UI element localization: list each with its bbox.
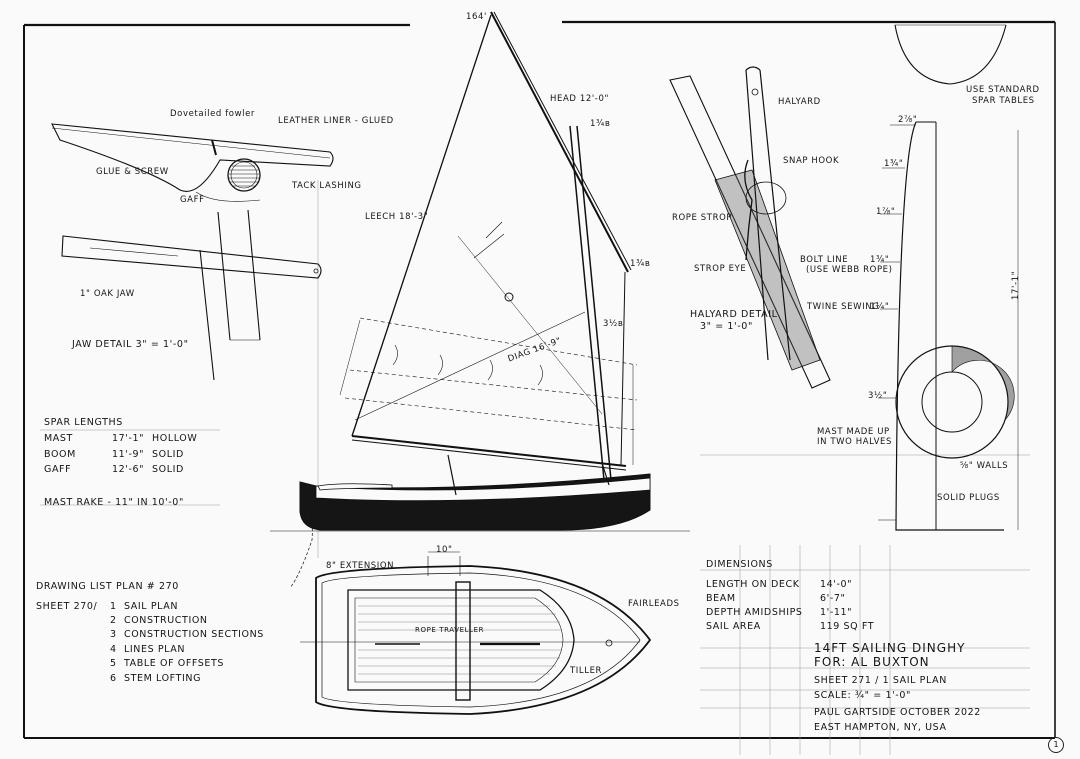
mast-dim-3: 1⅞" xyxy=(876,207,896,217)
glue-screw-label: GLUE & SCREW xyxy=(96,167,169,177)
mast-dim-6: 3½" xyxy=(868,391,888,401)
mast-section xyxy=(878,24,1019,531)
jaw-detail-title: JAW DETAIL 3" = 1'-0" xyxy=(72,339,189,350)
drawing-list-item: SAIL PLAN xyxy=(124,601,179,612)
title-line-2: FOR: AL BUXTON xyxy=(814,655,930,669)
spar-length: 11'-9" xyxy=(112,449,145,460)
drawing-list-title: DRAWING LIST PLAN # 270 xyxy=(36,581,179,592)
spar-length: 17'-1" xyxy=(112,433,145,444)
mast-dim-1: 2⅞" xyxy=(898,115,918,125)
dimension-value: 1'-11" xyxy=(820,607,853,618)
dimension-label: SAIL AREA xyxy=(706,621,761,632)
dimension-label: DEPTH AMIDSHIPS xyxy=(706,607,803,618)
halyard-label: HALYARD xyxy=(778,97,821,107)
drawing-list-number: 4 xyxy=(110,644,117,655)
sheet-number: 1 xyxy=(1048,737,1064,753)
twine-sewing-label: TWINE SEWING xyxy=(807,302,880,312)
title-line-4: SCALE: ¾" = 1'-0" xyxy=(814,690,911,701)
spar-type: SOLID xyxy=(152,449,184,460)
head-label: HEAD 12'-0" xyxy=(550,94,609,104)
tack-lashing-label: TACK LASHING xyxy=(292,181,362,191)
mast-dim-4: 1¾" xyxy=(870,255,890,265)
rope-traveller-label: ROPE TRAVELLER xyxy=(415,626,485,634)
title-line-5: PAUL GARTSIDE OCTOBER 2022 xyxy=(814,707,981,718)
spar-tables-label: SPAR TABLES xyxy=(972,96,1035,106)
mast-made-up-label: MAST MADE UP xyxy=(817,427,890,437)
tiller-label: TILLER xyxy=(570,666,603,676)
construction-lines xyxy=(40,180,1030,755)
header-mark: 164' xyxy=(466,12,487,22)
spar-type: SOLID xyxy=(152,464,184,475)
title-line-1: 14FT SAILING DINGHY xyxy=(814,641,966,655)
mast-dim-5: 1¼" xyxy=(870,302,890,312)
dim-30-label: 3½в xyxy=(603,319,624,329)
dovetail-fowler-label: Dovetailed fowler xyxy=(170,109,256,119)
bolt-line-label: BOLT LINE xyxy=(800,255,849,265)
gaff-label: GAFF xyxy=(180,195,205,205)
rope-strop-label: ROPE STROP xyxy=(672,213,733,223)
drawing-list-number: 2 xyxy=(110,615,117,626)
solid-plugs-label: SOLID PLUGS xyxy=(937,493,1000,503)
walls-label: ⅝" WALLS xyxy=(960,461,1009,471)
drawing-list-sheet-prefix: SHEET 270/ xyxy=(36,601,98,612)
strop-eye-label: STROP EYE xyxy=(694,264,747,274)
dimension-value: 6'-7" xyxy=(820,593,846,604)
dimension-label: BEAM xyxy=(706,593,736,604)
oak-jaw-label: 1" OAK JAW xyxy=(80,289,135,299)
spar-length: 12'-6" xyxy=(112,464,145,475)
title-line-3: SHEET 271 / 1 SAIL PLAN xyxy=(814,675,947,686)
drawing-list-item: LINES PLAN xyxy=(124,644,186,655)
mast-length-label: 17'-1" xyxy=(1011,270,1021,300)
halyard-detail-title: HALYARD DETAIL xyxy=(690,309,778,320)
dimension-label: LENGTH ON DECK xyxy=(706,579,800,590)
mast-rake-note: MAST RAKE - 11" IN 10'-0" xyxy=(44,497,184,508)
sail-plan xyxy=(270,11,690,589)
two-halves-label: IN TWO HALVES xyxy=(817,437,892,447)
drawing-list-item: TABLE OF OFFSETS xyxy=(124,658,225,669)
extension-label: 8" EXTENSION xyxy=(326,561,395,571)
spar-name: BOOM xyxy=(44,449,76,460)
drawing-list-number: 3 xyxy=(110,629,117,640)
spar-lengths-title: SPAR LENGTHS xyxy=(44,417,123,428)
dim-top-label: 1¾в xyxy=(590,119,611,129)
mast-dim-2: 1¾" xyxy=(884,159,904,169)
dimensions-title: DIMENSIONS xyxy=(706,559,773,570)
halyard-detail-scale: 3" = 1'-0" xyxy=(700,321,753,332)
snap-hook-label: SNAP HOOK xyxy=(783,156,840,166)
jaw-detail xyxy=(51,123,334,381)
leech-label: LEECH 18'-3" xyxy=(365,212,429,222)
spar-name: MAST xyxy=(44,433,73,444)
use-standard-label: USE STANDARD xyxy=(966,85,1040,95)
spar-type: HOLLOW xyxy=(152,433,198,444)
dim-gaff-label: 1¾в xyxy=(630,259,651,269)
deck-plan xyxy=(300,551,652,715)
bolt-line-note: (USE WEBB ROPE) xyxy=(806,265,893,275)
drawing-list-item: CONSTRUCTION xyxy=(124,615,208,626)
dimension-value: 14'-0" xyxy=(820,579,853,590)
width-label: 10" xyxy=(436,545,453,555)
spar-name: GAFF xyxy=(44,464,72,475)
fairleads-label: FAIRLEADS xyxy=(628,599,680,609)
leather-liner-label: LEATHER LINER - GLUED xyxy=(278,116,394,126)
drawing-list-number: 6 xyxy=(110,673,117,684)
halyard-detail xyxy=(669,66,831,389)
sheet-border xyxy=(23,20,1056,739)
title-line-6: EAST HAMPTON, NY, USA xyxy=(814,722,947,733)
drawing-list-number: 1 xyxy=(110,601,117,612)
drawing-list-item: STEM LOFTING xyxy=(124,673,202,684)
drawing-list-number: 5 xyxy=(110,658,117,669)
drawing-list-item: CONSTRUCTION SECTIONS xyxy=(124,629,264,640)
dimension-value: 119 SQ FT xyxy=(820,621,875,632)
